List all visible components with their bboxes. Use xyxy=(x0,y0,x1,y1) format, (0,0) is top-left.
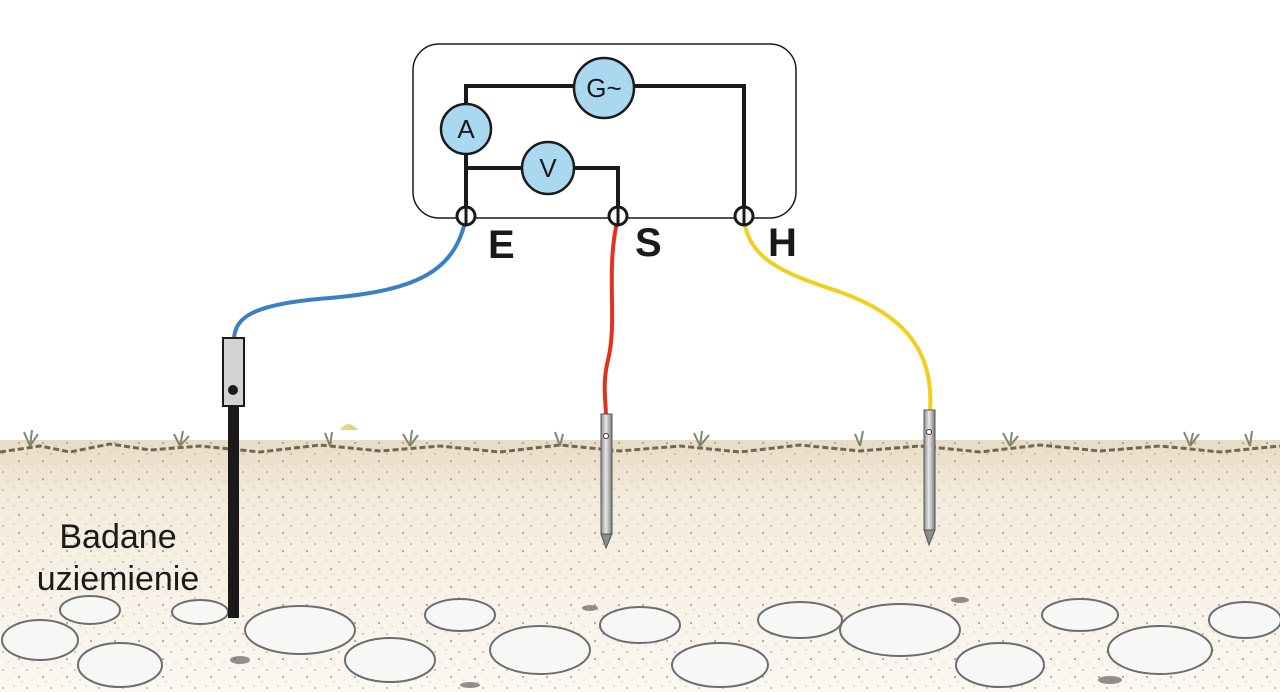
voltmeter: V xyxy=(520,140,576,196)
caption-line-1: Badane xyxy=(59,518,177,556)
terminal-label-S: S xyxy=(635,221,662,265)
lead-wire-E xyxy=(232,217,468,339)
terminal-E xyxy=(455,205,477,227)
grass-line xyxy=(0,442,1280,454)
generator: G~ xyxy=(572,56,636,120)
probe-S xyxy=(600,413,613,550)
probe-H xyxy=(923,409,936,547)
clamp-terminal xyxy=(228,385,238,395)
ammeter: A xyxy=(439,102,493,156)
grass-tufts xyxy=(23,429,1253,447)
ammeter-label: A xyxy=(457,114,475,144)
voltmeter-label: V xyxy=(539,153,557,183)
meter-circuit-wiring xyxy=(464,84,746,207)
terminal-label-E: E xyxy=(488,223,515,267)
gravel-layer xyxy=(1,595,1280,688)
terminal-S xyxy=(607,205,629,227)
generator-label: G~ xyxy=(586,73,621,103)
terminal-H xyxy=(733,205,755,227)
caption-line-2: uziemienie xyxy=(36,560,200,598)
tested-earth-electrode xyxy=(222,337,245,618)
electrode-caption: Badane uziemienie xyxy=(18,516,218,600)
terminal-label-H: H xyxy=(768,221,797,265)
lead-wire-S xyxy=(602,217,620,419)
lead-wire-H xyxy=(742,217,933,411)
ground xyxy=(0,424,1280,692)
